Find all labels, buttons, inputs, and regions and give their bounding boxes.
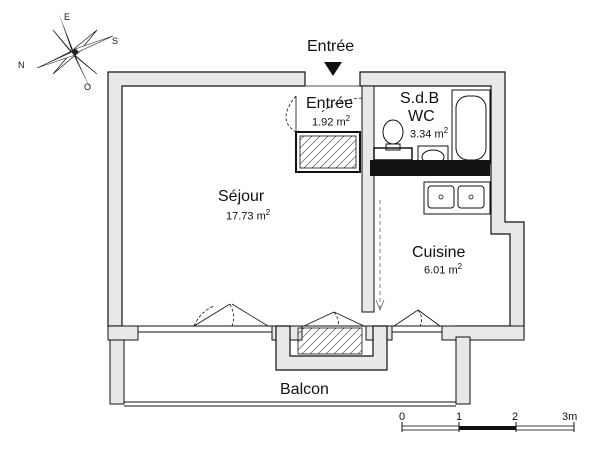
room-entree-area: 1.92 m2 <box>312 114 351 129</box>
room-sdb-area: 3.34 m2 <box>410 126 449 141</box>
room-sejour-name: Séjour <box>218 188 265 205</box>
compass-rose <box>36 14 114 90</box>
kitchen-sink <box>423 181 491 215</box>
room-sdb-name: S.d.B <box>400 90 440 107</box>
entrance-label: Entrée <box>307 38 355 55</box>
washbasin <box>417 145 449 167</box>
room-cuisine-name: Cuisine <box>412 244 466 261</box>
room-sejour-area: 17.73 m2 <box>226 208 271 223</box>
compass-s: S <box>112 36 119 46</box>
scale-tick-3: 3m <box>562 411 578 423</box>
scale-bar <box>401 422 575 432</box>
toilet <box>382 119 404 151</box>
compass-e: E <box>64 12 71 22</box>
room-cuisine-area: 6.01 m2 <box>424 262 463 277</box>
compass-o: O <box>84 82 92 92</box>
scale-tick-2: 2 <box>512 411 519 423</box>
room-sdb-name2: WC <box>408 108 435 125</box>
room-balcon-name: Balcon <box>280 381 329 398</box>
entrance-arrow <box>324 62 342 76</box>
exterior-walls <box>107 71 306 327</box>
room-entree-name: Entrée <box>306 95 354 112</box>
compass-n: N <box>18 60 25 70</box>
scale-tick-1: 1 <box>456 411 463 423</box>
scale-tick-0: 0 <box>399 411 406 423</box>
bathtub <box>451 89 491 165</box>
